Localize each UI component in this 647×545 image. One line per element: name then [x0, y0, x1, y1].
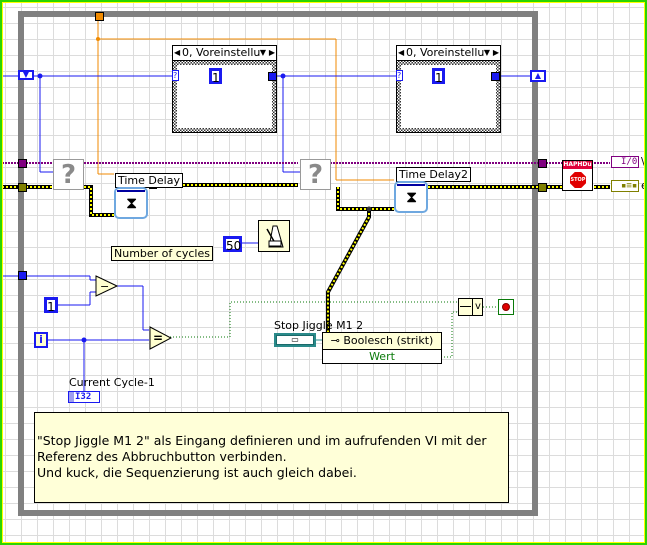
io-terminal-text: I/0: [621, 157, 638, 167]
loop-condition-terminal[interactable]: [498, 299, 514, 315]
subtract-constant[interactable]: 1: [44, 297, 58, 314]
iteration-terminal[interactable]: i: [34, 332, 48, 348]
indicator-arrow-icon: [69, 392, 74, 402]
io-terminal-suffix: \: [641, 155, 645, 168]
property-node-class[interactable]: ⊸ Boolesch (strikt): [323, 333, 441, 350]
int-tunnel-left[interactable]: [18, 271, 27, 280]
or-glyph: v: [472, 299, 483, 315]
case-selector-1[interactable]: ◀ 0, Voreinstellu ▼ ▶: [173, 46, 276, 61]
io-refnum-terminal[interactable]: I/0: [611, 156, 639, 168]
or-node[interactable]: v: [458, 298, 483, 316]
next-case-icon[interactable]: ▶: [268, 48, 275, 57]
arith-wires[interactable]: [2, 275, 149, 392]
property-node-class-text: Boolesch (strikt): [343, 334, 434, 347]
output-tunnel-1[interactable]: [268, 72, 277, 81]
stop-node-header: HAPHDu: [563, 161, 592, 169]
next-case-icon[interactable]: ▶: [492, 48, 499, 57]
chevron-down-icon[interactable]: ▼: [483, 48, 490, 57]
subtract-node[interactable]: −: [95, 275, 118, 297]
case-structure-1[interactable]: ◀ 0, Voreinstellu ▼ ▶: [172, 45, 277, 133]
case-structure-2[interactable]: ◀ 0, Voreinstellu ▼ ▶: [396, 45, 501, 133]
comment-line-3: Und kuck, die Sequenzierung ist auch gle…: [37, 465, 357, 480]
case-selector-2[interactable]: ◀ 0, Voreinstellu ▼ ▶: [397, 46, 500, 61]
shift-register-down-icon[interactable]: ▼: [18, 70, 34, 80]
indicator-type: I32: [75, 392, 92, 402]
case-constant-2[interactable]: 1: [432, 68, 445, 85]
refnum-icon: ▭: [276, 335, 314, 345]
property-node-property[interactable]: Wert: [369, 350, 395, 363]
prev-case-icon[interactable]: ◀: [398, 48, 405, 57]
error-tunnel-left[interactable]: [18, 183, 27, 192]
output-tunnel-2[interactable]: [491, 72, 500, 81]
error-tunnel-right[interactable]: [538, 183, 547, 192]
comment-line-1: "Stop Jiggle M1 2" als Eingang definiere…: [37, 433, 487, 448]
time-delay-label: Time Delay: [115, 173, 183, 188]
equal-node[interactable]: =: [149, 326, 172, 350]
reference-control[interactable]: ▭: [274, 333, 316, 347]
error-wire[interactable]: [2, 183, 610, 332]
error-terminal-suffix: e: [641, 179, 645, 192]
number-of-cycles-label: Number of cycles: [111, 246, 213, 261]
stop-sign-icon: STOP: [570, 172, 586, 188]
case-selector-terminal-icon[interactable]: ?: [396, 70, 403, 81]
metronome-icon: [266, 225, 284, 248]
property-node[interactable]: ⊸ Boolesch (strikt) Wert: [322, 332, 442, 364]
time-delay2-node[interactable]: ⧗: [394, 181, 428, 213]
refnum-tunnel-left[interactable]: [18, 159, 27, 168]
current-cycle-indicator[interactable]: I32: [68, 391, 100, 403]
prev-case-icon[interactable]: ◀: [174, 48, 181, 57]
time-delay2-label: Time Delay2: [396, 167, 471, 182]
shift-register-up-icon[interactable]: ▲: [530, 70, 546, 82]
wait-ms-constant[interactable]: 50: [223, 236, 242, 253]
case-interior: [401, 65, 496, 128]
while-loop-frame[interactable]: [18, 11, 538, 516]
key-icon: ⊸: [330, 334, 344, 347]
current-cycle-label: Current Cycle-1: [69, 376, 155, 389]
case-interior: [177, 65, 272, 128]
comment-line-2: Referenz des Abbruchbutton verbinden.: [37, 449, 287, 464]
or-divider: [460, 306, 471, 307]
missing-subvi-2[interactable]: ?: [300, 159, 331, 190]
subtract-operator: −: [100, 280, 109, 293]
orange-wire[interactable]: [96, 16, 394, 181]
time-delay-node[interactable]: ⧗: [114, 187, 148, 219]
missing-subvi-1[interactable]: ?: [53, 159, 84, 190]
refnum-tunnel-right[interactable]: [538, 159, 547, 168]
chevron-down-icon[interactable]: ▼: [259, 48, 266, 57]
orange-tunnel[interactable]: [95, 12, 104, 21]
error-out-terminal[interactable]: ▪≡▪: [611, 180, 639, 192]
comment-box[interactable]: "Stop Jiggle M1 2" als Eingang definiere…: [34, 412, 509, 503]
case-selector-terminal-icon[interactable]: ?: [172, 70, 179, 81]
bool-wires[interactable]: [170, 301, 498, 358]
case-constant-1[interactable]: 1: [209, 68, 222, 85]
equal-operator: =: [153, 331, 163, 345]
error-terminal-text: ▪≡▪: [621, 181, 638, 191]
wait-ms-node[interactable]: [258, 220, 290, 252]
case-selector-label: 0, Voreinstellu: [406, 46, 485, 59]
reference-label: Stop Jiggle M1 2: [274, 319, 364, 332]
stop-subvi-node[interactable]: HAPHDu STOP: [562, 160, 593, 191]
hourglass-icon: ⧗: [126, 193, 138, 212]
hourglass-icon: ⧗: [406, 187, 418, 206]
case-selector-label: 0, Voreinstellu: [182, 46, 261, 59]
